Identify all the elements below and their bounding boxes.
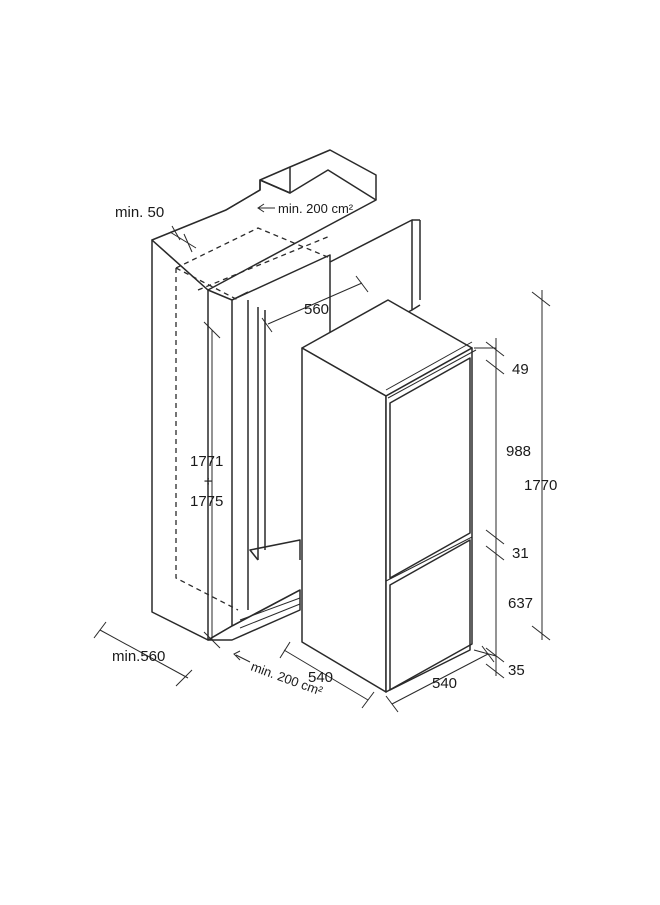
label-min-50: min. 50 xyxy=(115,204,164,221)
cabinet-niche xyxy=(151,149,377,641)
label-dim-31: 31 xyxy=(512,545,529,562)
label-dim-988: 988 xyxy=(506,443,531,460)
label-min-560: min.560 xyxy=(112,648,165,665)
label-width-560: 560 xyxy=(304,301,329,318)
label-depth-540: 540 xyxy=(308,669,333,686)
dimension-lines xyxy=(93,203,551,713)
upper-door xyxy=(389,357,471,579)
label-dim-1770: 1770 xyxy=(524,477,557,494)
fridge-body xyxy=(301,299,477,693)
label-width-540: 540 xyxy=(432,675,457,692)
label-dim-49: 49 xyxy=(512,361,529,378)
label-dim-35: 35 xyxy=(508,662,525,679)
lower-door xyxy=(389,539,471,691)
label-niche-h2: 1775 xyxy=(190,493,223,510)
label-dim-637: 637 xyxy=(508,595,533,612)
label-vent-top: min. 200 cm² xyxy=(278,201,354,216)
label-niche-div: ÷ xyxy=(204,473,212,490)
label-niche-h1: 1771 xyxy=(190,453,223,470)
